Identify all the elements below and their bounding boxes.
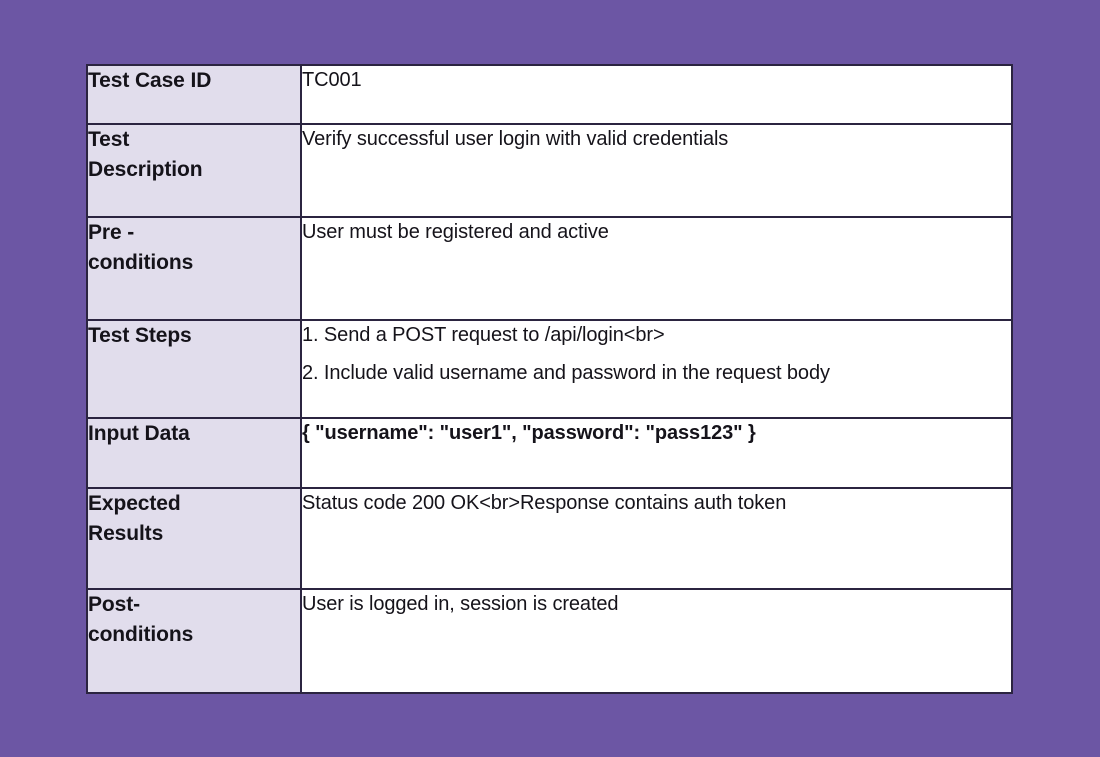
row-label-line: Post- xyxy=(88,593,141,616)
row-value-line: Status code 200 OK<br>Response contains … xyxy=(302,492,787,514)
row-value-line: 2. Include valid username and password i… xyxy=(302,362,830,384)
row-label-line: Pre - xyxy=(88,221,135,244)
test-case-table-container: Test Case ID TC001 Test Description Veri… xyxy=(86,64,1013,694)
row-label-cell: Test Steps xyxy=(86,319,302,419)
row-value-cell: Status code 200 OK<br>Response contains … xyxy=(300,487,1013,590)
row-label-line: Test Steps xyxy=(88,324,192,347)
row-value-cell: 1. Send a POST request to /api/login<br>… xyxy=(300,319,1013,419)
row-label-cell: Input Data xyxy=(86,417,302,489)
row-value-cell: TC001 xyxy=(300,64,1013,125)
table-body: Test Case ID TC001 Test Description Veri… xyxy=(86,64,1013,694)
table-row: Pre - conditions User must be registered… xyxy=(86,216,1013,321)
row-value-cell: Verify successful user login with valid … xyxy=(300,123,1013,218)
table-row: Expected Results Status code 200 OK<br>R… xyxy=(86,487,1013,590)
row-label-line: Test Case ID xyxy=(88,69,212,92)
row-value-line: Verify successful user login with valid … xyxy=(302,128,729,150)
row-label-line: conditions xyxy=(88,622,194,646)
row-label-cell: Pre - conditions xyxy=(86,216,302,321)
row-label-cell: Test Case ID xyxy=(86,64,302,125)
row-label-line: Expected xyxy=(88,492,181,515)
table-row: Post- conditions User is logged in, sess… xyxy=(86,588,1013,694)
test-case-table: Test Case ID TC001 Test Description Veri… xyxy=(86,64,1013,694)
row-value-line: User must be registered and active xyxy=(302,221,609,243)
row-value-cell: { "username": "user1", "password": "pass… xyxy=(300,417,1013,489)
row-label-line: conditions xyxy=(88,250,194,274)
table-row: Test Description Verify successful user … xyxy=(86,123,1013,218)
table-row: Test Case ID TC001 xyxy=(86,64,1013,125)
row-label-line: Input Data xyxy=(88,422,190,445)
row-label-cell: Test Description xyxy=(86,123,302,218)
row-label-line: Test xyxy=(88,128,130,151)
row-value-cell: User must be registered and active xyxy=(300,216,1013,321)
row-label-cell: Post- conditions xyxy=(86,588,302,694)
row-value-cell: User is logged in, session is created xyxy=(300,588,1013,694)
row-value-line: { "username": "user1", "password": "pass… xyxy=(302,422,756,444)
row-value-line: 1. Send a POST request to /api/login<br> xyxy=(302,324,665,346)
table-row: Test Steps 1. Send a POST request to /ap… xyxy=(86,319,1013,419)
row-label-cell: Expected Results xyxy=(86,487,302,590)
row-value-line: TC001 xyxy=(302,69,362,91)
table-row: Input Data { "username": "user1", "passw… xyxy=(86,417,1013,489)
row-value-line: User is logged in, session is created xyxy=(302,593,619,615)
row-label-line: Description xyxy=(88,157,203,181)
row-label-line: Results xyxy=(88,521,164,545)
